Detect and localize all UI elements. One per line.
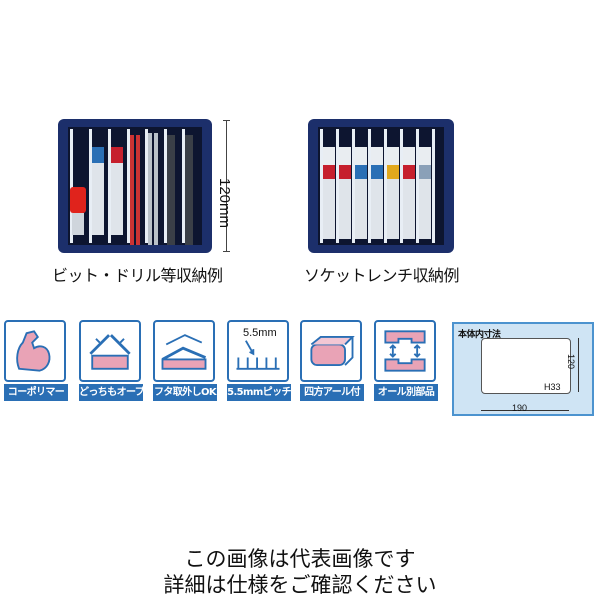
socket-storage-case-image <box>306 117 456 255</box>
rounded-corners-icon <box>300 320 362 382</box>
drill-bit <box>167 135 175 245</box>
case-divider <box>145 129 148 243</box>
case-divider <box>432 129 435 243</box>
socket-band <box>355 165 367 179</box>
bit-cap <box>92 147 104 163</box>
feature-label: 四方アール付 <box>300 384 364 401</box>
bit-case-illustration <box>58 119 212 253</box>
feature-label: オール別部品 <box>374 384 438 401</box>
case-divider <box>320 129 323 243</box>
separate-parts-icon <box>374 320 436 382</box>
feature-separate-parts: オール別部品 <box>374 320 438 401</box>
case-divider <box>108 129 111 243</box>
height-dimension: 120mm <box>216 120 242 252</box>
inner-dimensions-title: 本体内寸法 <box>458 330 501 340</box>
case-divider <box>182 129 185 243</box>
case-divider <box>368 129 371 243</box>
inner-box-outline <box>481 338 571 394</box>
bit-socket <box>111 163 123 235</box>
height-dimension-label: 120mm <box>216 178 233 229</box>
socket-band <box>387 165 399 179</box>
feature-open-both: どっちもオープン <box>79 320 143 401</box>
socket-top <box>323 147 335 165</box>
disclaimer-line-2: 詳細は仕様をご確認ください <box>163 573 437 597</box>
case-divider <box>70 129 73 243</box>
feature-label: 5.5mmピッチ <box>227 384 291 401</box>
feature-pitch: 5.5mm 5.5mmピッチ <box>227 320 291 401</box>
feature-label: コーポリマー <box>4 384 68 401</box>
inner-height-label: H33 <box>544 382 561 392</box>
strong-arm-icon <box>4 320 66 382</box>
case-divider <box>416 129 419 243</box>
socket-band <box>371 165 383 179</box>
drill-bit <box>136 135 140 245</box>
socket-band <box>339 165 351 179</box>
socket-band <box>419 165 431 179</box>
socket <box>387 179 399 239</box>
open-both-sides-icon <box>79 320 141 382</box>
depth-dimension-line <box>578 338 579 392</box>
drill-bit <box>185 135 193 245</box>
lid-removable-icon <box>153 320 215 382</box>
socket-top <box>339 147 351 165</box>
drill-bit <box>148 133 152 245</box>
case-divider <box>352 129 355 243</box>
socket-band <box>403 165 415 179</box>
width-dimension-line <box>481 410 569 411</box>
case-divider <box>89 129 92 243</box>
socket <box>339 179 351 239</box>
bit <box>72 213 84 235</box>
socket-top <box>419 147 431 165</box>
red-bit-holder <box>70 187 86 213</box>
bit-cap <box>111 147 123 163</box>
socket-top <box>387 147 399 165</box>
case-divider <box>164 129 167 243</box>
case-divider <box>384 129 387 243</box>
feature-label: フタ取外しOK <box>153 384 217 401</box>
drill-bit <box>130 135 134 245</box>
socket-band <box>323 165 335 179</box>
bit-case-caption: ビット・ドリル等収納例 <box>52 266 223 285</box>
feature-copolymer: コーポリマー <box>4 320 68 401</box>
socket <box>355 179 367 239</box>
socket-top <box>403 147 415 165</box>
socket-case-illustration <box>308 119 454 253</box>
feature-lid-removable: フタ取外しOK <box>153 320 217 401</box>
socket <box>323 179 335 239</box>
case-divider <box>127 129 130 243</box>
pitch-icon: 5.5mm <box>227 320 289 382</box>
bit-storage-case-image <box>56 117 214 255</box>
case-divider <box>400 129 403 243</box>
inner-width-label: 190 <box>512 403 528 413</box>
bit-socket <box>92 163 104 235</box>
case-divider <box>336 129 339 243</box>
drill-bit <box>154 133 158 245</box>
socket <box>419 179 431 239</box>
socket-case-caption: ソケットレンチ収納例 <box>304 266 460 285</box>
socket <box>371 179 383 239</box>
disclaimer-line-1: この画像は代表画像です <box>184 547 416 571</box>
inner-depth-label: 120 <box>566 354 576 370</box>
socket-top <box>371 147 383 165</box>
inner-dimensions-panel: 本体内寸法 H33 190 120 <box>452 322 594 416</box>
feature-rounded-corners: 四方アール付 <box>300 320 364 401</box>
height-dimension-line <box>223 120 230 252</box>
pitch-value: 5.5mm <box>243 327 277 339</box>
socket-top <box>355 147 367 165</box>
socket <box>403 179 415 239</box>
feature-label: どっちもオープン <box>79 384 143 401</box>
